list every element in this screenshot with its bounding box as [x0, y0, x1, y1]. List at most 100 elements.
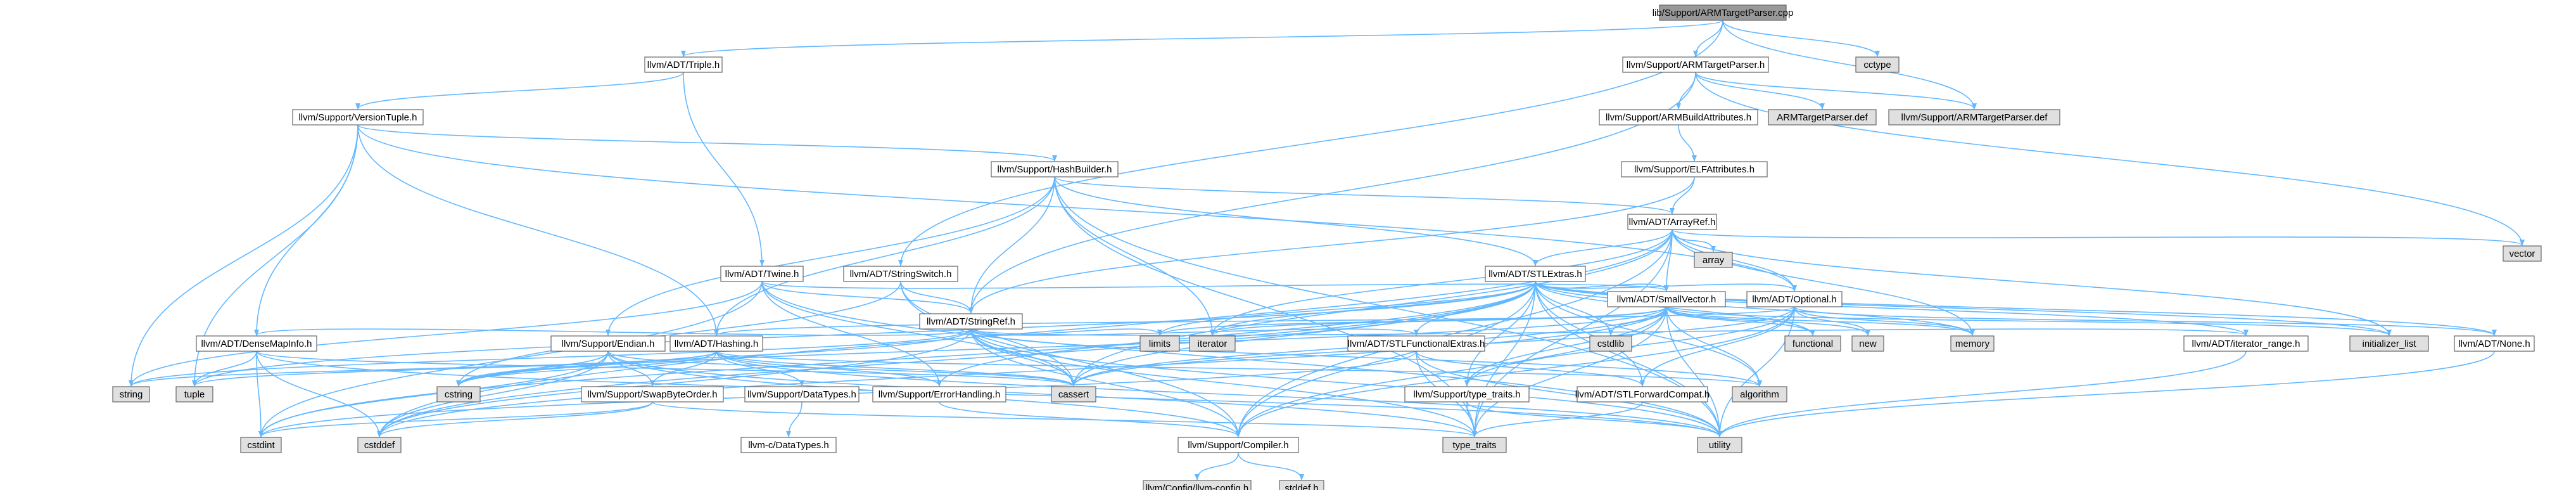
node-box: [1950, 335, 1995, 352]
node-box: [1659, 4, 1787, 21]
edge-stringref-to-cstring: [456, 328, 972, 387]
edge-compiler-to-config: [1195, 452, 1239, 480]
node-box: [1442, 437, 1507, 453]
edge-optional-to-stlforward: [1640, 306, 1795, 387]
node-hashing[interactable]: llvm/ADT/Hashing.h: [669, 335, 763, 352]
node-elfattr[interactable]: llvm/Support/ELFAttributes.h: [1621, 161, 1768, 177]
node-smallvector[interactable]: llvm/ADT/SmallVector.h: [1607, 291, 1726, 307]
node-box: [991, 161, 1119, 177]
node-label: llvm/Support/type_traits.h: [1413, 389, 1520, 400]
node-arrayref[interactable]: llvm/ADT/ArrayRef.h: [1627, 214, 1717, 230]
edge-stlextras-to-typetraits_h: [1464, 281, 1536, 387]
node-versiontuple[interactable]: llvm/Support/VersionTuple.h: [292, 109, 424, 126]
edge-triple-to-versiontuple: [355, 72, 684, 110]
dependency-edges: [129, 20, 2525, 480]
node-label: cstddef: [364, 440, 395, 451]
edge-arrayref-to-vector: [1672, 229, 2525, 246]
node-label: tuple: [184, 389, 205, 400]
node-cstddef: cstddef: [357, 437, 402, 453]
edge-hashing-to-cassert: [716, 351, 1076, 387]
node-swapbyte[interactable]: llvm/Support/SwapByteOrder.h: [581, 386, 724, 403]
edge-stringref-to-stlfunc: [970, 328, 1419, 336]
node-label: memory: [1955, 338, 1990, 349]
edge-stringref-to-string: [129, 328, 972, 387]
edge-arrayref-to-stlextras: [1533, 229, 1673, 266]
node-label: llvm/ADT/StringRef.h: [927, 316, 1015, 327]
edge-smallvector-to-typetraits_h: [1464, 306, 1667, 387]
edge-optional-to-utility: [1717, 306, 1795, 437]
edge-none-to-utility: [1717, 351, 2495, 437]
node-box: [1607, 291, 1726, 307]
node-iterrange[interactable]: llvm/ADT/iterator_range.h: [2183, 335, 2309, 352]
node-hashbuilder[interactable]: llvm/Support/HashBuilder.h: [991, 161, 1119, 177]
node-box: [1485, 266, 1586, 282]
node-new: new: [1851, 335, 1884, 352]
node-box: [1051, 386, 1096, 403]
node-triple[interactable]: llvm/ADT/Triple.h: [644, 56, 723, 73]
edge-optional-to-hashing: [714, 306, 1795, 336]
node-datatypes[interactable]: llvm/Support/DataTypes.h: [744, 386, 860, 403]
node-label: type_traits: [1452, 440, 1496, 451]
node-box: [175, 386, 213, 403]
node-box: [872, 386, 1006, 403]
edge-elfattr-to-stringref: [968, 176, 1695, 314]
edge-stlforward-to-type_traits: [1472, 401, 1643, 437]
edge-densemapinfo-to-cstddef: [256, 351, 382, 437]
node-densemapinfo[interactable]: llvm/ADT/DenseMapInfo.h: [196, 335, 317, 352]
node-cdatatypes[interactable]: llvm-c/DataTypes.h: [740, 437, 837, 453]
node-label: llvm/ADT/StringSwitch.h: [850, 269, 952, 280]
node-label: algorithm: [1740, 389, 1779, 400]
node-errorhandling[interactable]: llvm/Support/ErrorHandling.h: [872, 386, 1006, 403]
node-optional[interactable]: llvm/ADT/Optional.h: [1746, 291, 1843, 307]
node-label: iterator: [1198, 338, 1228, 349]
node-label: array: [1703, 255, 1725, 266]
node-label: llvm/ADT/STLExtras.h: [1488, 269, 1582, 280]
node-box: [1732, 386, 1787, 403]
edge-stringref-to-iterrange: [970, 328, 2249, 336]
node-utility: utility: [1697, 437, 1742, 453]
node-label: llvm/ADT/Hashing.h: [675, 338, 759, 349]
node-box: [644, 56, 723, 73]
node-label: llvm/Support/Endian.h: [562, 338, 655, 349]
edge-arrayref-to-cassert: [1071, 229, 1673, 387]
edge-hashing-to-algorithm: [716, 351, 1762, 387]
node-root[interactable]: lib/Support/ARMTargetParser.cpp: [1653, 4, 1794, 21]
node-typetraits_h[interactable]: llvm/Support/type_traits.h: [1404, 386, 1530, 403]
node-box: [292, 109, 424, 126]
node-stddef: stddef.h: [1279, 480, 1324, 490]
node-tuple: tuple: [175, 386, 213, 403]
node-stlextras[interactable]: llvm/ADT/STLExtras.h: [1485, 266, 1586, 282]
edge-arrayref-to-initlist: [1672, 229, 2392, 336]
node-box: [919, 313, 1023, 330]
node-label: llvm/Support/ARMTargetParser.def: [1901, 112, 2048, 123]
edge-endian-to-cstring: [456, 351, 609, 387]
node-stlforward[interactable]: llvm/ADT/STLForwardCompat.h: [1575, 386, 1710, 403]
node-endian[interactable]: llvm/Support/Endian.h: [550, 335, 666, 352]
node-buildattr[interactable]: llvm/Support/ARMBuildAttributes.h: [1599, 109, 1758, 126]
edge-atp_h-to-vector: [1695, 72, 2525, 246]
edge-hashbuilder-to-arrayref: [1054, 176, 1675, 214]
edge-smallvector-to-new: [1666, 306, 1870, 336]
node-none[interactable]: llvm/ADT/None.h: [2454, 335, 2535, 352]
edge-versiontuple-to-hashbuilder: [357, 124, 1057, 162]
node-compiler[interactable]: llvm/Support/Compiler.h: [1177, 437, 1299, 453]
edge-root-to-atp_def2: [1722, 20, 1977, 110]
edge-endian-to-type_traits: [607, 351, 1477, 437]
edge-swapbyte-to-cstdint: [258, 401, 653, 437]
node-stlfunc[interactable]: llvm/ADT/STLFunctionalExtras.h: [1347, 335, 1485, 352]
node-box: [740, 437, 837, 453]
node-label: lib/Support/ARMTargetParser.cpp: [1653, 8, 1794, 18]
node-atp_h[interactable]: llvm/Support/ARMTargetParser.h: [1622, 56, 1769, 73]
node-label: cstring: [445, 389, 473, 400]
node-stringswitch[interactable]: llvm/ADT/StringSwitch.h: [843, 266, 958, 282]
node-stringref[interactable]: llvm/ADT/StringRef.h: [919, 313, 1023, 330]
node-box: [1746, 291, 1843, 307]
node-box: [744, 386, 860, 403]
node-twine[interactable]: llvm/ADT/Twine.h: [720, 266, 804, 282]
node-label: llvm/ADT/ArrayRef.h: [1629, 217, 1716, 228]
edge-smallvector-to-cstdlib: [1608, 306, 1667, 336]
node-box: [720, 266, 804, 282]
node-config: llvm/Config/llvm-config.h: [1143, 480, 1252, 490]
node-cstring: cstring: [436, 386, 481, 403]
edge-atp_h-to-atp_def2: [1695, 72, 1977, 110]
